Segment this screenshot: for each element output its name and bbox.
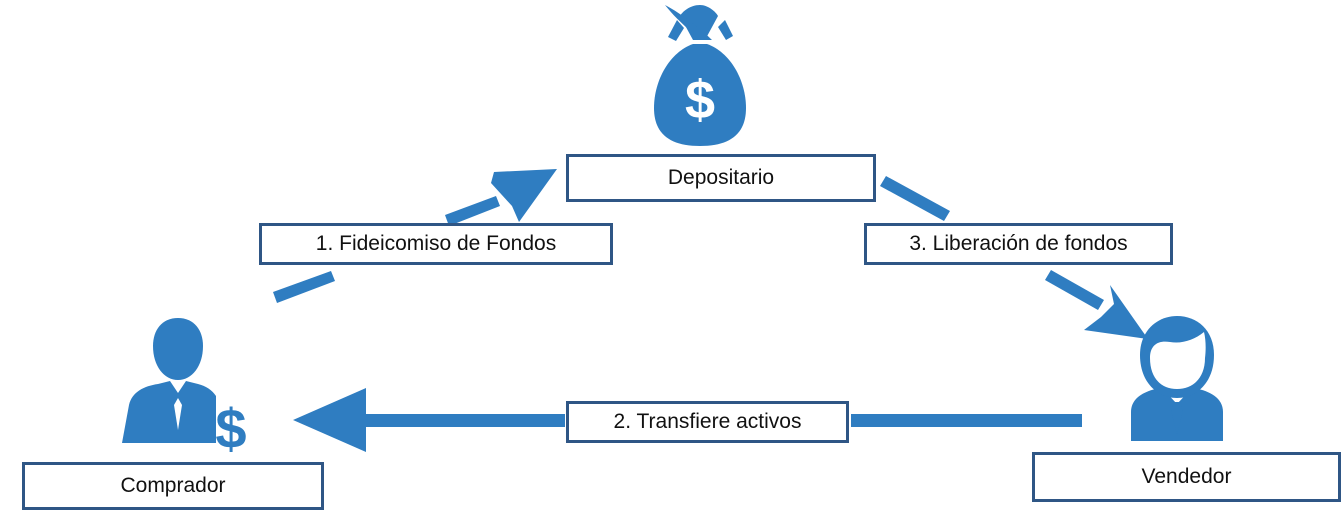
step3-label: 3. Liberación de fondos [909,232,1128,255]
step3-box: 3. Liberación de fondos [864,223,1173,265]
vendedor-box: Vendedor [1032,452,1341,502]
businessman-icon [1131,316,1223,441]
step1-label: 1. Fideicomiso de Fondos [315,232,557,255]
comprador-label: Comprador [120,474,226,497]
step2-label: 2. Transfiere activos [613,410,802,433]
buyer-dollar-sign: $ [215,397,246,460]
vendedor-label: Vendedor [1141,465,1232,488]
arrow-depositario-to-vendedor [880,176,1148,339]
buyer-with-dollar-icon [122,318,216,443]
step1-box: 1. Fideicomiso de Fondos [259,223,613,265]
depositario-box: Depositario [566,154,876,202]
money-bag-icon [654,5,746,146]
money-bag-dollar-sign: $ [685,70,715,130]
step2-box: 2. Transfiere activos [566,401,849,443]
arrow-comprador-to-depositario [273,169,557,303]
comprador-box: Comprador [22,462,324,510]
arrow-vendedor-to-comprador [293,388,1082,452]
depositario-label: Depositario [667,166,775,189]
